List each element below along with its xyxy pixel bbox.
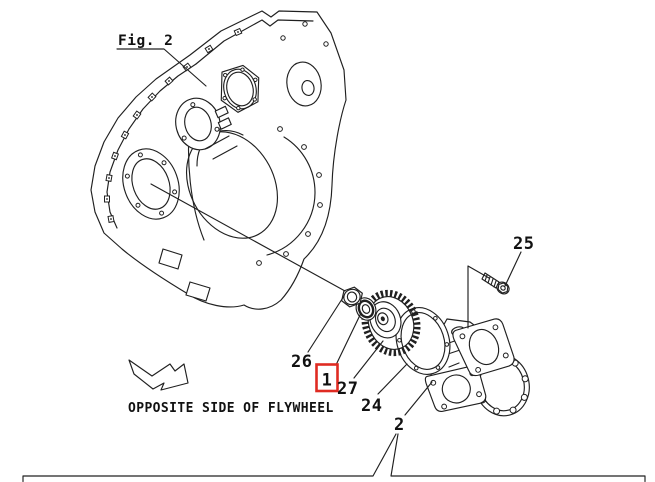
leader-27	[353, 340, 384, 379]
flywheel-flange-inner-arc	[266, 136, 316, 256]
leader-24	[377, 363, 408, 395]
nut-part	[341, 286, 363, 308]
housing-rib-bosses	[104, 27, 243, 223]
flywheel-caption: OPPOSITE SIDE OF FLYWHEEL	[128, 401, 334, 416]
small-round-boss	[286, 61, 322, 107]
figure-title: Fig. 2	[118, 33, 173, 49]
highlighted-part-label-1[interactable]: 1	[315, 363, 339, 393]
flange-bolt-holes	[256, 21, 329, 266]
face-rib-lines	[204, 135, 238, 160]
leader-26	[307, 295, 345, 353]
fig2-leader	[116, 48, 207, 87]
flywheel-housing	[90, 10, 347, 310]
highlight-box	[315, 363, 339, 393]
bottom-table-border	[22, 433, 646, 482]
top-center-port	[175, 97, 232, 151]
gasket-part	[395, 307, 451, 375]
pump-upper-flange	[452, 318, 515, 377]
part-label-24[interactable]: 24	[361, 396, 382, 416]
housing-top-inner-edge	[195, 19, 314, 65]
direction-arrow-icon	[128, 359, 189, 391]
hex-flange-port	[220, 64, 260, 113]
leader-1	[334, 312, 362, 368]
part-label-1: 1	[322, 371, 333, 391]
gear-part	[361, 289, 421, 357]
part-label-26[interactable]: 26	[291, 352, 312, 372]
housing-outline	[90, 10, 347, 310]
leader-2	[404, 381, 433, 416]
part-label-2[interactable]: 2	[394, 415, 405, 435]
bolt-target-leader	[467, 265, 490, 329]
main-axis-leader	[150, 183, 346, 292]
leader-lines	[116, 48, 522, 416]
leader-25	[504, 251, 522, 287]
washer-part	[355, 297, 377, 321]
housing-feet	[158, 248, 211, 302]
part-label-25[interactable]: 25	[513, 234, 534, 254]
part-label-27[interactable]: 27	[337, 379, 358, 399]
